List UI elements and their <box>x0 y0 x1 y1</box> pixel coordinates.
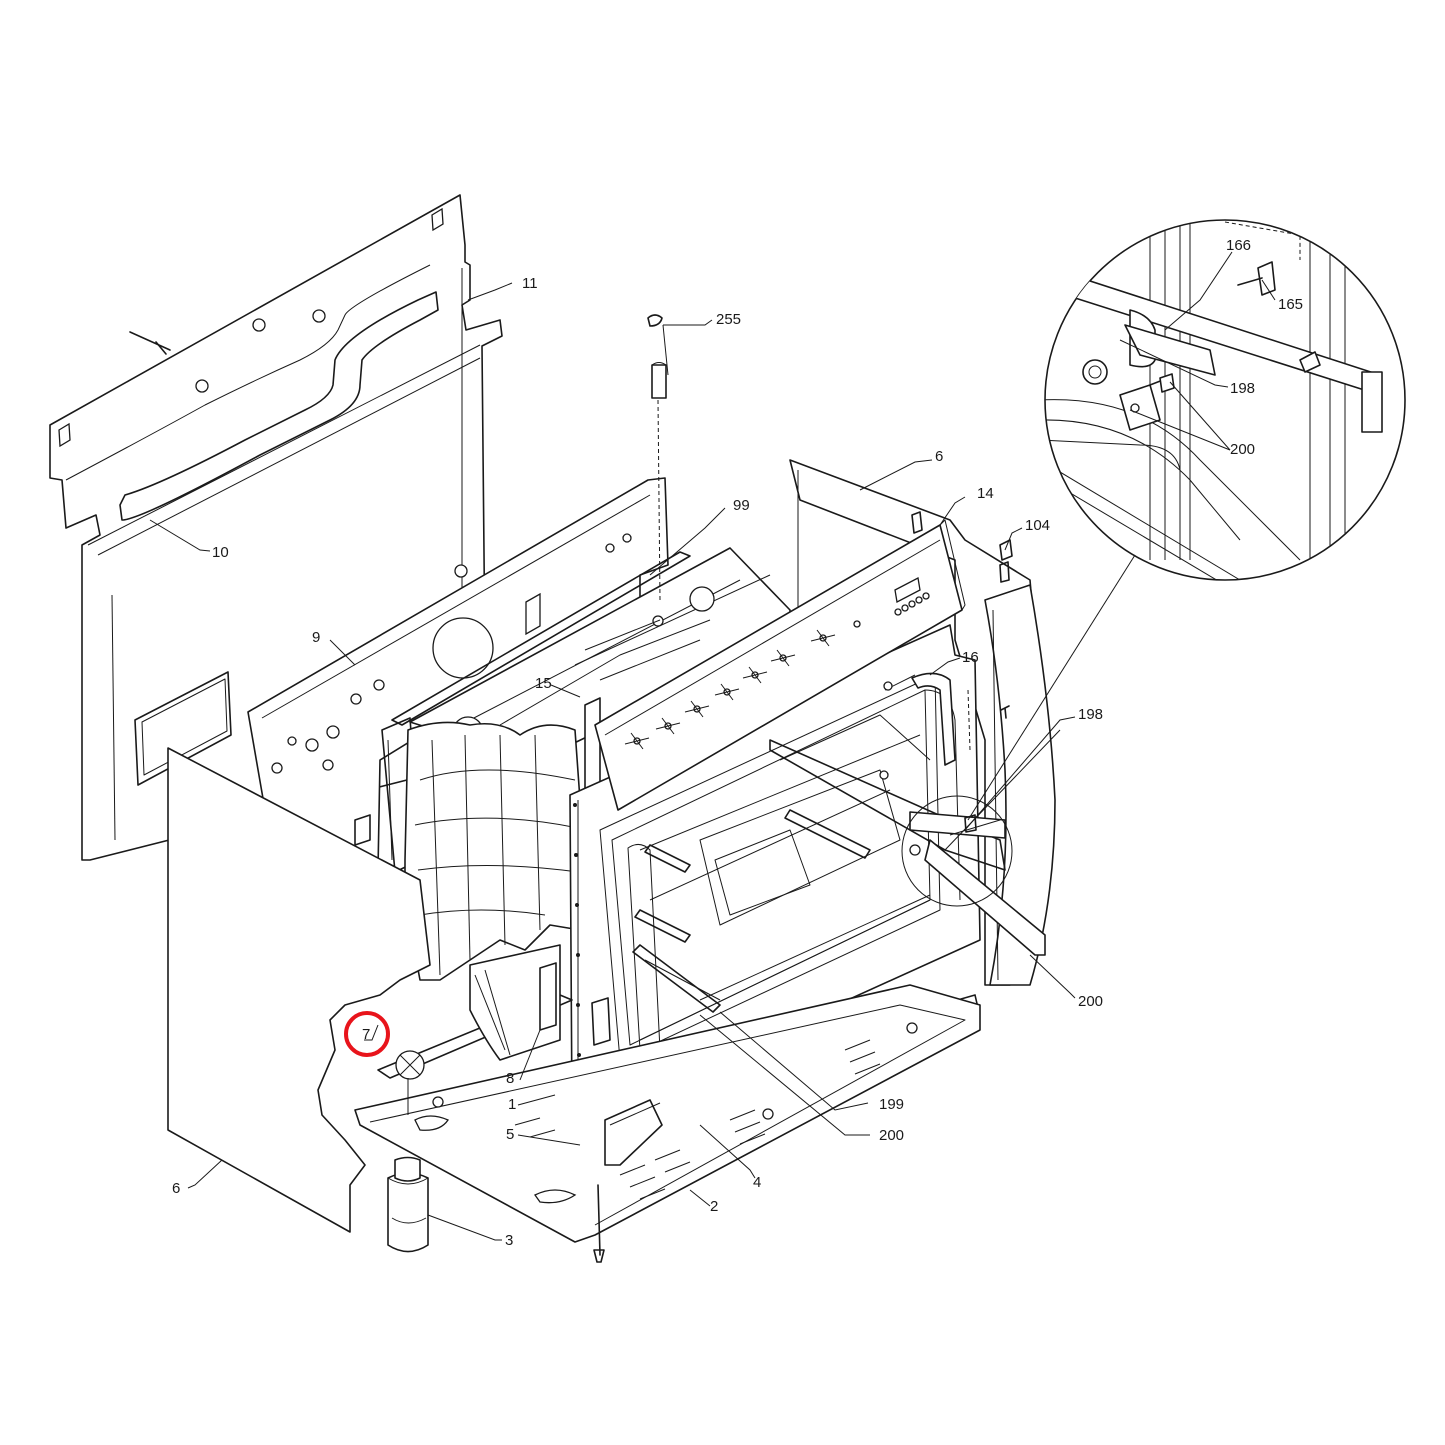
callout-10: 10 <box>212 544 229 561</box>
base-assembly <box>354 944 981 1263</box>
callout-7: 7 <box>362 1026 370 1043</box>
callout-6-left: 6 <box>172 1180 180 1197</box>
highlight-circle <box>344 1011 390 1057</box>
callout-1: 1 <box>508 1096 516 1113</box>
callout-200-right: 200 <box>1078 993 1103 1010</box>
callout-199: 199 <box>879 1096 904 1113</box>
front-frame <box>569 624 1006 1111</box>
callout-5: 5 <box>506 1126 514 1143</box>
callout-198: 198 <box>1078 706 1103 723</box>
callout-99: 99 <box>733 497 750 514</box>
oven-cavity <box>354 547 791 981</box>
callout-9: 9 <box>312 629 320 646</box>
callout-6-right: 6 <box>935 448 943 465</box>
callout-200-bottom: 200 <box>879 1127 904 1144</box>
callout-198-inset: 198 <box>1230 380 1255 397</box>
callout-15: 15 <box>535 675 552 692</box>
guide-rails <box>909 811 1046 956</box>
brackets-and-screws <box>964 539 1013 833</box>
detail-inset <box>1044 219 1406 581</box>
callout-labels: 255 11 10 99 9 6 14 104 16 15 198 200 7 … <box>172 237 1303 1249</box>
callout-165: 165 <box>1278 296 1303 313</box>
callout-104: 104 <box>1025 517 1050 534</box>
left-side-panel <box>167 747 431 1233</box>
leader-lines <box>149 251 1276 1241</box>
callout-2: 2 <box>710 1198 718 1215</box>
callout-200-inset: 200 <box>1230 441 1255 458</box>
callout-4: 4 <box>753 1174 761 1191</box>
callout-255: 255 <box>716 311 741 328</box>
callout-3: 3 <box>505 1232 513 1249</box>
callout-16: 16 <box>962 649 979 666</box>
adjustable-foot <box>387 1156 429 1253</box>
callout-14: 14 <box>977 485 994 502</box>
hinge-pin <box>647 314 667 601</box>
callout-11: 11 <box>522 275 538 292</box>
detail-connector-line <box>967 554 1136 821</box>
detail-source-circle <box>901 795 1013 907</box>
callout-8: 8 <box>506 1070 514 1087</box>
control-fascia <box>594 511 966 811</box>
callout-166: 166 <box>1226 237 1251 254</box>
